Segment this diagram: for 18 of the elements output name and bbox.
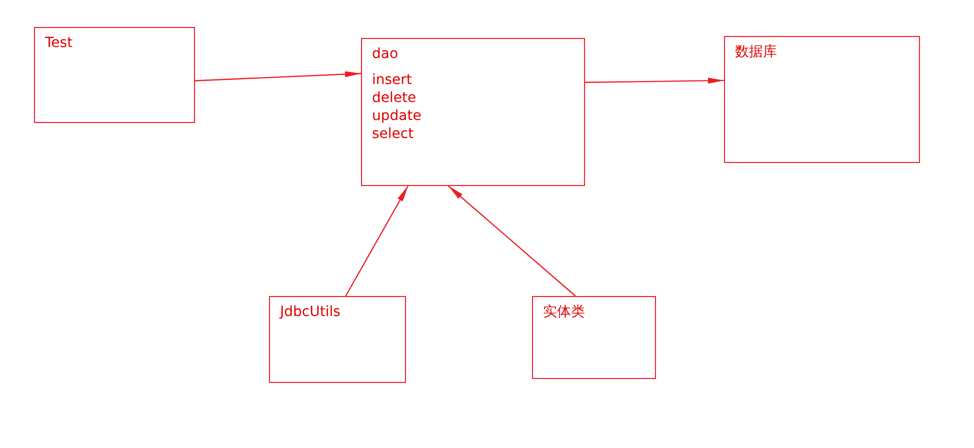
method-name: insert (372, 71, 412, 89)
class-box (361, 38, 585, 186)
class-box (269, 296, 406, 383)
method-name: delete (372, 89, 416, 107)
arrow (585, 78, 724, 84)
arrow (345, 186, 409, 296)
method-name: update (372, 107, 422, 125)
box-title: dao (372, 45, 398, 63)
arrow (194, 71, 362, 82)
box-title: 实体类 (543, 303, 585, 321)
arrow (448, 186, 576, 296)
box-title: 数据库 (735, 43, 777, 61)
box-title: JdbcUtils (280, 303, 340, 321)
class-box (724, 36, 920, 163)
class-box (532, 296, 656, 379)
method-name: select (372, 125, 414, 143)
class-box (34, 27, 195, 123)
box-title: Test (45, 34, 73, 52)
